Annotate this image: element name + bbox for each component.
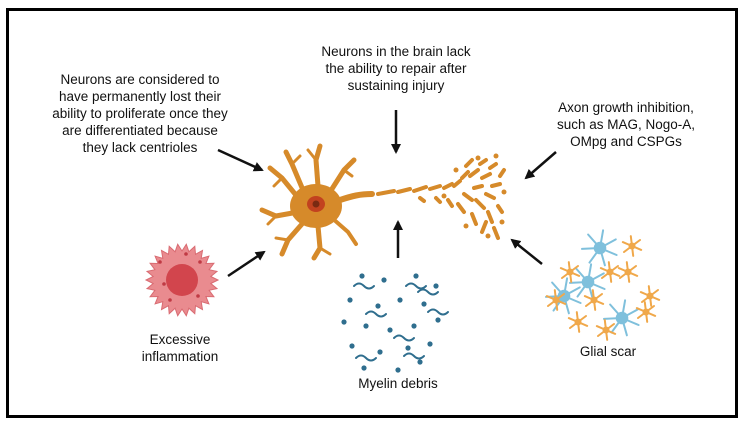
label-top: Neurons in the brain lack the ability to… xyxy=(321,44,471,93)
glial-cells-icon xyxy=(545,229,661,341)
label-left: Neurons are considered to have permanent… xyxy=(52,72,228,155)
arrow-left xyxy=(217,148,264,172)
axon-fragments-icon xyxy=(376,153,507,240)
arrow-glial xyxy=(510,238,543,265)
label-right: Axon growth inhibition, such as MAG, Nog… xyxy=(556,100,696,149)
label-glial: Glial scar xyxy=(579,344,637,359)
label-myelin: Myelin debris xyxy=(358,376,438,391)
neuron-icon xyxy=(259,143,375,261)
arrow-inflammation xyxy=(227,250,266,278)
myelin-debris-icon xyxy=(341,273,449,373)
arrow-right xyxy=(524,151,557,180)
figure-frame xyxy=(6,8,738,418)
immune-cell-icon xyxy=(144,243,220,317)
label-inflammation: Excessive inflammation xyxy=(141,332,219,364)
